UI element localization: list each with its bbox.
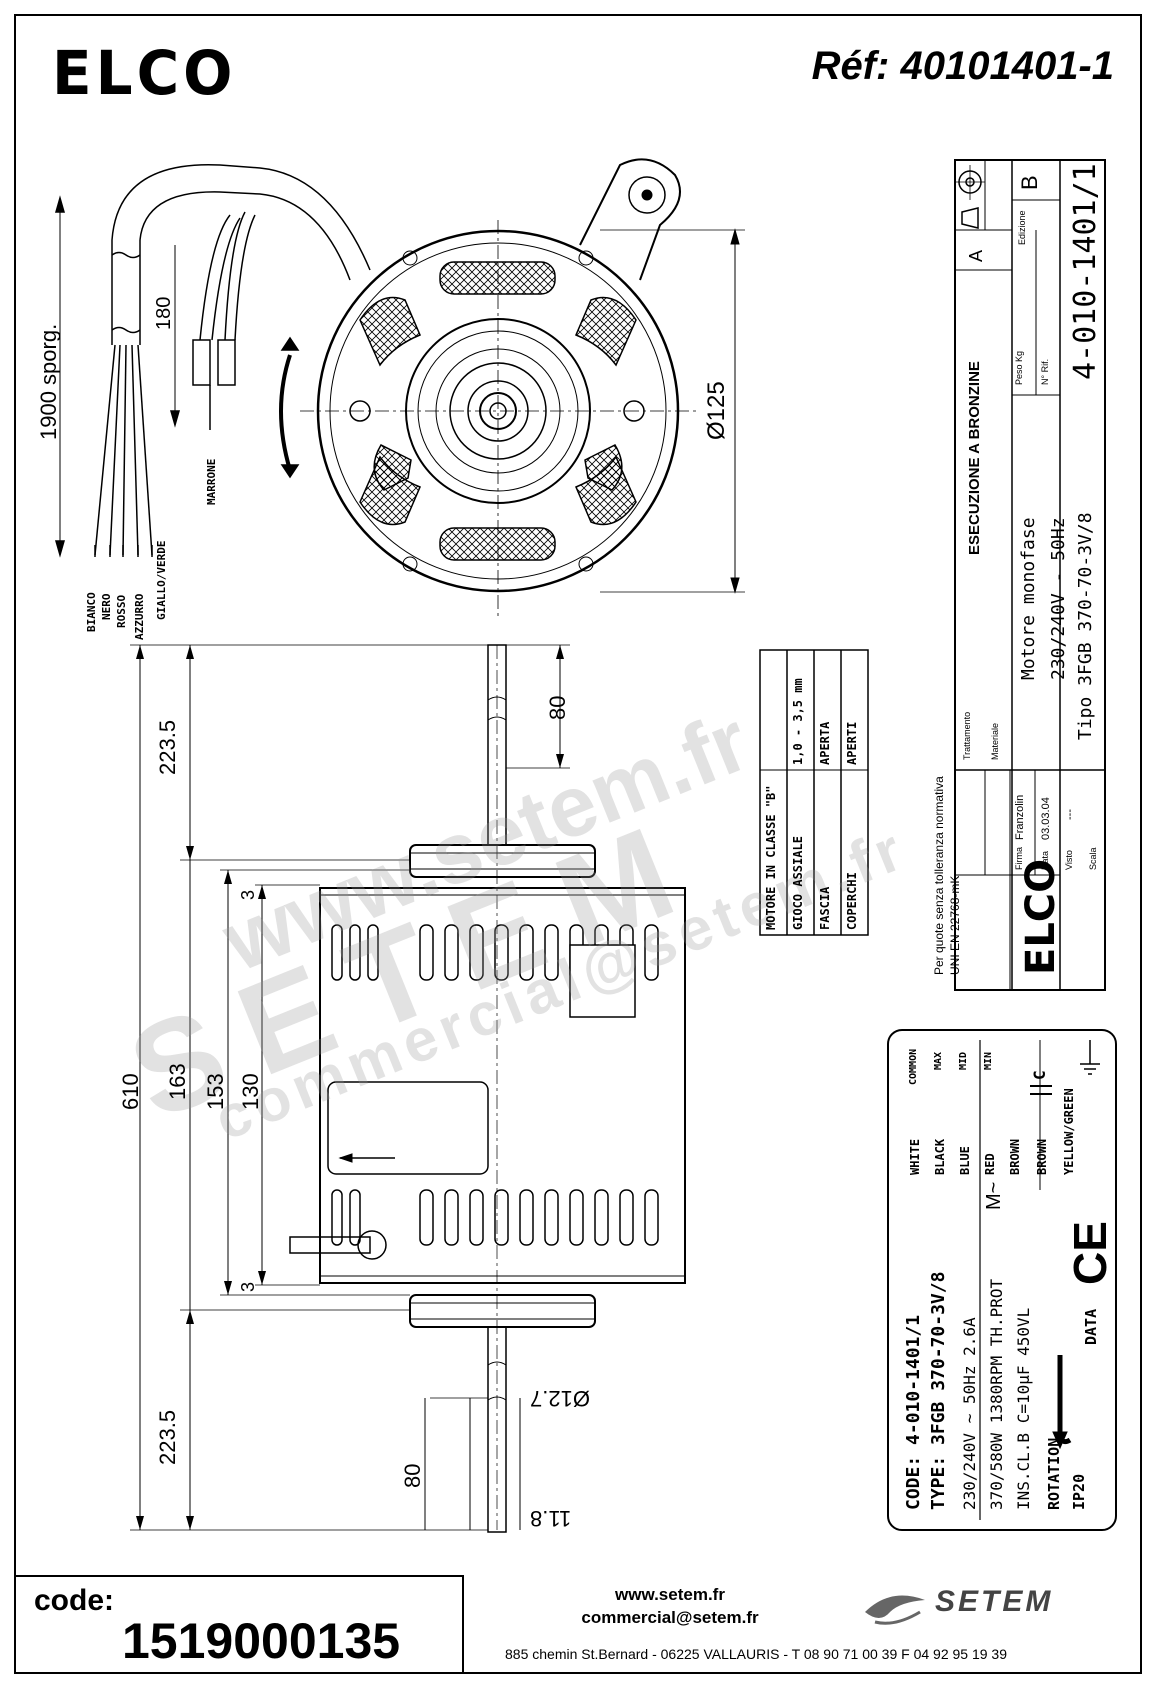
wire-label-rosso: ROSSO [115,594,128,628]
wiring-max: MAX [933,1051,944,1070]
motor-description: Motore monofase [1018,517,1039,680]
contact-block: www.setem.fr commercial@setem.fr [560,1584,780,1630]
code-label: code: [34,1584,115,1617]
edition-a: A [966,249,986,262]
wire-label-azzurro: AZZURRO [133,593,146,640]
part-number: 4-010-1401/1 [1068,163,1103,380]
address: 885 chemin St.Bernard - 06225 VALLAURIS … [505,1646,1007,1662]
data-value: 03.03.04 [1040,797,1052,840]
wiring-white: WHITE [908,1138,922,1175]
projection-symbol-icon [955,165,985,229]
wiring-black: BLACK [933,1138,947,1175]
motor-symbol: M~ [983,1181,1005,1210]
tolerance-note: Per quote senza tolleranza normativa UNI… [932,776,962,975]
cable [55,163,371,558]
elco-logo: ELCO [52,37,237,109]
spec-covers-value: APERTI [845,721,859,765]
capacitor-icon [1030,1085,1052,1095]
title-block-logo: ELCO [1018,858,1064,975]
shaft-flat-label: 11.8 [530,1506,572,1531]
email-link[interactable]: commercial@setem.fr [581,1607,759,1627]
motor-voltage: 230/240V - 50Hz [1048,517,1069,680]
front-view [300,158,745,620]
nameplate-line1: 230/240V ~ 50Hz 2.6A [960,1317,979,1510]
code-box [14,1575,464,1674]
nameplate-line3: INS.CL.B C=10µF 450VL [1014,1307,1033,1510]
spec-table-frame [759,649,869,936]
nrif-label: N° Rif. [1040,358,1050,385]
motor-type: Tipo 3FGB 370-70-3V/8 [1075,512,1096,740]
dim-key-bottom-label: 80 [400,1463,425,1488]
nameplate-code: CODE: 4-010-1401/1 [903,1314,924,1510]
wiring-red: RED [983,1153,997,1175]
wire-label-giallo-verde: GIALLO/VERDE [155,540,168,620]
dim-key-top-label: 80 [545,695,570,720]
wiring-mid: MID [958,1051,969,1070]
peso-label: Peso Kg [1014,350,1024,385]
nameplate-data: DATA [1082,1308,1100,1345]
wiring-brown-1: BROWN [1008,1138,1022,1175]
spec-covers-label: COPERCHI [845,872,859,930]
dim-bottom-shaft-label: 223.5 [155,1409,180,1465]
trattamento-label: Trattamento [962,711,972,760]
edition-b: B [1017,175,1042,190]
lead-color-label: MARRONE [205,458,218,505]
spec-band-value: APERTA [818,721,832,765]
dim-bottom-3-label: 3 [238,1281,258,1292]
ce-mark: CE [1064,1221,1116,1285]
visto-label: Visto [1064,850,1074,870]
shaft-diameter-label: Ø12.7 [530,1386,590,1411]
nameplate-type: TYPE: 3FGB 370-70-3V/8 [928,1271,949,1510]
wiring-common: COMMON [908,1048,919,1085]
dim-top-shaft-label: 223.5 [155,719,180,775]
nameplate-line2: 370/580W 1380RPM TH.PROT [987,1278,1006,1510]
title-block-frame [954,159,1106,991]
ground-icon [1080,1040,1100,1075]
nameplate-frame [887,1029,1117,1531]
dim-body-163-label: 163 [165,1063,190,1100]
code-value: 1519000135 [122,1613,401,1669]
wiring-brown-2: BROWN [1035,1138,1049,1175]
scala-label: Scala [1088,847,1098,870]
spec-axial-play-value: 1,0 - 3,5 mm [791,678,805,765]
wire-label-bianco: BIANCO [85,592,98,632]
scala-value: --- [1064,809,1076,820]
spec-band-label: FASCIA [818,886,832,930]
materiale-label: Materiale [990,722,1000,760]
drawing-frame [14,14,1142,1674]
wire-label-nero: NERO [100,593,113,621]
side-view [130,644,686,1533]
diameter-label: Ø125 [703,381,730,440]
execution-label: ESECUZIONE A BRONZINE [966,361,983,555]
firma-value: Franzolin [1014,794,1026,840]
rotation-arrow-icon [1052,1355,1072,1450]
edition-label: Edizione [1017,210,1027,245]
nameplate-rotation: ROTATION [1045,1437,1063,1510]
dim-total-label: 610 [118,1073,143,1110]
capacitor-label: C [1030,1070,1049,1080]
wiring-yellow-green: YELLOW/GREEN [1062,1088,1076,1175]
dim-top-3-label: 3 [238,889,258,900]
wire-length-label: 1900 sporg. [36,323,61,440]
nameplate-ip: IP20 [1070,1473,1088,1510]
dim-body-130-label: 130 [238,1073,263,1110]
wiring-min: MIN [983,1051,994,1070]
spec-axial-play-label: GIOCO ASSIALE [791,836,805,930]
setem-brand: SETEM [935,1585,1054,1618]
reference-number: Réf: 40101401-1 [811,44,1114,88]
spec-class-label: MOTORE IN CLASSE "B" [764,785,778,931]
wiring-blue: BLUE [958,1146,972,1175]
lead-length-label: 180 [153,296,175,330]
website-link[interactable]: www.setem.fr [615,1585,725,1604]
setem-logo-icon [860,1582,930,1637]
dim-body-153-label: 153 [203,1073,228,1110]
